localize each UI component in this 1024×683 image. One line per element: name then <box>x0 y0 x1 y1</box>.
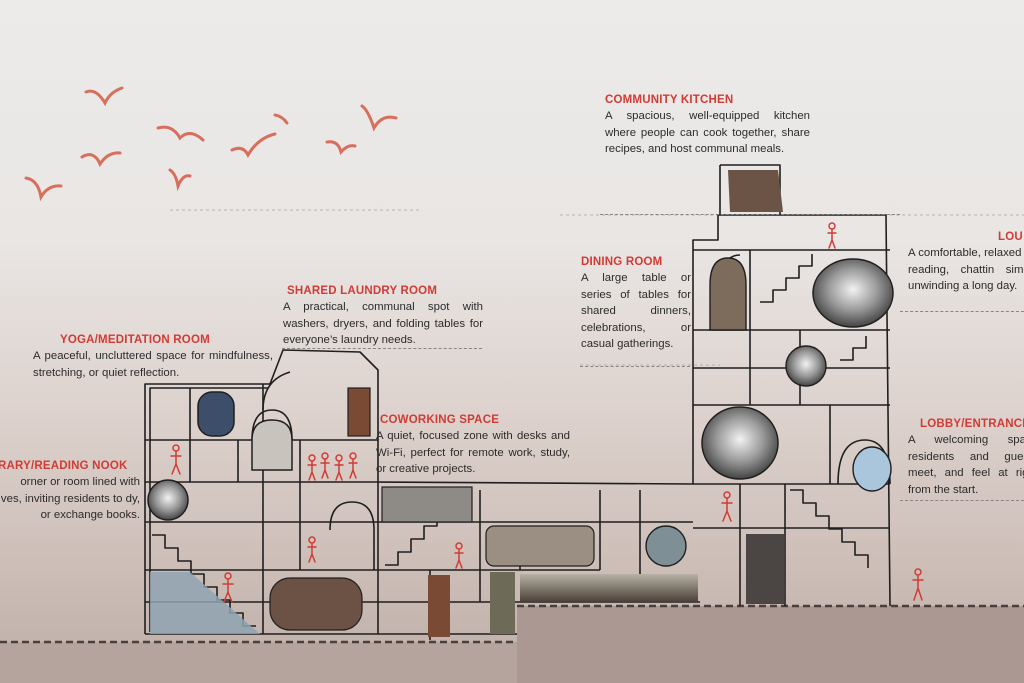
room-title: RARY/READING NOOK <box>0 460 128 472</box>
room-description: orner or room lined with ves, inviting r… <box>0 476 140 522</box>
label-yoga-meditation-room: YOGA/MEDITATION ROOM A peaceful, unclutt… <box>33 334 273 381</box>
room-title: LOU <box>998 231 1023 243</box>
birds-flock <box>24 86 398 202</box>
ground-strip <box>0 604 1024 683</box>
leader-line-lobby <box>900 500 1024 501</box>
label-lobby-entrance: LOBBY/ENTRANCE A welcoming space residen… <box>908 418 1024 498</box>
label-community-kitchen: COMMUNITY KITCHEN A spacious, well-equip… <box>605 94 810 158</box>
room-description: A practical, communal spot with washers,… <box>283 301 483 347</box>
label-dining-room: DINING ROOM A large table or series of t… <box>581 256 691 353</box>
leader-line-dining <box>580 366 690 367</box>
human-figures <box>170 222 924 603</box>
leader-line-kitchen <box>600 214 900 215</box>
room-title: LOBBY/ENTRANCE <box>920 418 1024 430</box>
leader-line-lounge <box>900 311 1024 312</box>
room-title: COWORKING SPACE <box>380 414 500 426</box>
room-title: DINING ROOM <box>581 256 663 268</box>
label-shared-laundry-room: SHARED LAUNDRY ROOM A practical, communa… <box>283 285 483 349</box>
room-title: SHARED LAUNDRY ROOM <box>287 285 438 297</box>
label-library-reading-nook: RARY/READING NOOK orner or room lined wi… <box>0 460 140 524</box>
room-description: A quiet, focused zone with desks and Wi-… <box>376 430 570 476</box>
room-description: A peaceful, uncluttered space for mindfu… <box>33 350 273 379</box>
leader-line-laundry <box>282 348 482 349</box>
room-title: YOGA/MEDITATION ROOM <box>60 334 210 346</box>
room-description: A large table or series of tables for sh… <box>581 272 691 351</box>
label-lounge: LOU A comfortable, relaxed for reading, … <box>908 231 1024 295</box>
room-title: COMMUNITY KITCHEN <box>605 94 734 106</box>
label-coworking-space: COWORKING SPACE A quiet, focused zone wi… <box>376 414 570 478</box>
room-description: A spacious, well-equipped kitchen where … <box>605 110 810 156</box>
room-description: A welcoming space residents and guests m… <box>908 434 1024 496</box>
room-description: A comfortable, relaxed for reading, chat… <box>908 247 1024 293</box>
guide-lines <box>170 209 1024 366</box>
photo-insets <box>147 170 894 637</box>
